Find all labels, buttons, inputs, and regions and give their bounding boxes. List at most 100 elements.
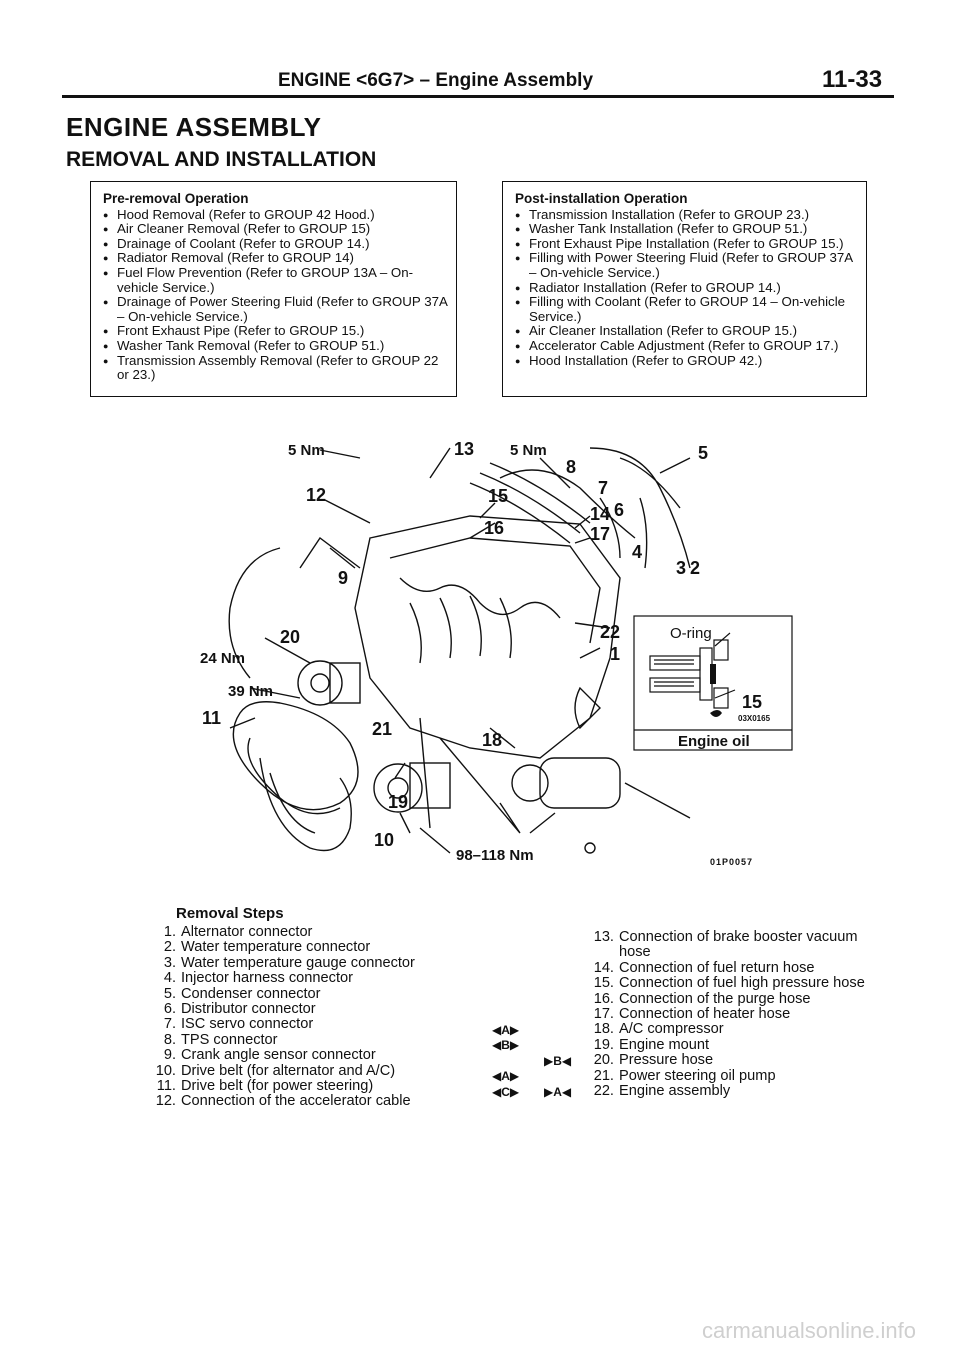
section-heading: ENGINE ASSEMBLY — [66, 112, 322, 142]
callout-7: 7 — [598, 478, 608, 498]
removal-step: 1.Alternator connector — [163, 924, 313, 940]
callout-22: 22 — [600, 622, 620, 642]
oring-label: O-ring — [670, 625, 712, 642]
engine-exploded-diagram: 5 Nm 5 Nm 24 Nm 39 Nm 98–118 Nm 13 8 7 5… — [200, 439, 793, 864]
removal-step: 14.Connection of fuel return hose — [593, 959, 815, 976]
post-installation-item: Radiator Installation (Refer to GROUP 14… — [515, 280, 858, 296]
figure-code: 01P0057 — [710, 857, 754, 867]
pre-removal-box: Pre-removal Operation Hood Removal (Refe… — [90, 181, 457, 397]
pre-removal-item: Air Cleaner Removal (Refer to GROUP 15) — [103, 222, 448, 237]
callout-14: 14 — [590, 504, 610, 524]
pre-removal-item: Washer Tank Removal (Refer to GROUP 51.) — [103, 338, 448, 354]
alternator — [373, 763, 423, 813]
drive-belt-power-steering — [232, 701, 359, 811]
hoses — [499, 447, 691, 569]
torque-label: 5 Nm — [288, 442, 325, 459]
header-rule — [62, 95, 894, 98]
service-marks: ◀A▶ ◀B▶ ▶B◀ ◀A▶ ◀C▶▶A◀ — [492, 1023, 594, 1100]
service-mark-row: ▶B◀ — [544, 1053, 572, 1068]
callout-15: 15 — [488, 486, 508, 506]
post-installation-item: Washer Tank Installation (Refer to GROUP… — [515, 222, 858, 237]
removal-step: 11.Drive belt (for power steering) — [156, 1078, 374, 1095]
pre-removal-item: Drainage of Power Steering Fluid (Refer … — [103, 294, 448, 324]
post-installation-box: Post-installation Operation Transmission… — [502, 181, 867, 397]
removal-step: 20.Pressure hose — [593, 1052, 714, 1069]
callout-2: 2 — [690, 558, 700, 578]
pre-removal-item: Transmission Assembly Removal (Refer to … — [103, 353, 448, 383]
service-mark-row: ◀C▶▶A◀ — [492, 1084, 572, 1099]
removal-steps-right: 13.Connection of brake booster vacuum ho… — [588, 929, 908, 1099]
removal-step: 9.Crank angle sensor connector — [163, 1047, 376, 1064]
engine-block-outline — [354, 515, 621, 759]
removal-step: 19.Engine mount — [593, 1036, 710, 1053]
intake-runners — [399, 577, 561, 619]
callout-16: 16 — [484, 518, 504, 538]
callout-1: 1 — [610, 644, 620, 664]
callout-17: 17 — [590, 524, 610, 544]
harness-wires — [599, 497, 648, 569]
service-mark-row: ◀A▶ — [492, 1023, 520, 1037]
callout-21: 21 — [372, 719, 392, 739]
engine-valve-cover — [389, 537, 601, 644]
power-steering-pump — [297, 660, 343, 706]
engine-drawing — [228, 447, 691, 854]
removal-step: 15.Connection of fuel high pressure hose — [593, 975, 865, 992]
section-subheading: REMOVAL AND INSTALLATION — [66, 148, 377, 171]
pre-removal-item: Drainage of Coolant (Refer to GROUP 14.) — [103, 236, 448, 252]
engine-mount — [409, 762, 451, 809]
callout-4: 4 — [632, 542, 642, 562]
callout-12: 12 — [306, 485, 326, 505]
removal-steps-left: 1.Alternator connector 2.Water temperatu… — [150, 924, 480, 1110]
removal-step: 8.TPS connector — [163, 1031, 278, 1048]
removal-step: 18.A/C compressor — [593, 1021, 724, 1038]
removal-step: 7.ISC servo connector — [163, 1016, 314, 1033]
callout-8: 8 — [566, 457, 576, 477]
pre-removal-title: Pre-removal Operation — [103, 191, 249, 206]
callout-13: 13 — [454, 439, 474, 459]
removal-step: 3.Water temperature gauge connector — [163, 954, 415, 971]
removal-step: hose — [619, 944, 651, 961]
page-header-title: ENGINE <6G7> – Engine Assembly — [278, 70, 594, 91]
callout-20: 20 — [280, 627, 300, 647]
removal-step: 2.Water temperature connector — [163, 939, 371, 956]
post-installation-title: Post-installation Operation — [515, 191, 688, 206]
pre-removal-item: Fuel Flow Prevention (Refer to GROUP 13A… — [103, 265, 448, 295]
callout-11: 11 — [202, 708, 221, 728]
removal-step: 4.Injector harness connector — [163, 970, 353, 987]
torque-label: 39 Nm — [228, 683, 273, 700]
removal-step: 10.Drive belt (for alternator and A/C) — [155, 1062, 396, 1079]
post-installation-item: Front Exhaust Pipe Installation (Refer t… — [515, 236, 858, 252]
torque-label: 24 Nm — [200, 650, 245, 667]
oring-inset: O-ring 15 03X0165 Engine oil — [633, 615, 793, 751]
callout-9: 9 — [338, 568, 348, 588]
callout-19: 19 — [388, 792, 408, 812]
inset-callout-15: 15 — [742, 692, 762, 712]
post-installation-item: Transmission Installation (Refer to GROU… — [515, 207, 858, 223]
service-mark-row: ◀A▶ — [492, 1069, 520, 1084]
callout-5: 5 — [698, 443, 708, 463]
pre-removal-item: Hood Removal (Refer to GROUP 42 Hood.) — [103, 207, 448, 223]
accelerator-cable — [228, 536, 361, 679]
post-installation-item: Filling with Power Steering Fluid (Refer… — [515, 251, 858, 280]
removal-steps-title: Removal Steps — [176, 905, 284, 922]
post-installation-item: Filling with Coolant (Refer to GROUP 14 … — [515, 294, 858, 324]
oil-can-icon — [710, 710, 722, 717]
callout-10: 10 — [374, 830, 394, 850]
page-number: 11-33 — [822, 66, 883, 93]
removal-step: 21.Power steering oil pump — [593, 1067, 776, 1084]
removal-step: 5.Condenser connector — [163, 985, 321, 1002]
removal-step: 12.Connection of the accelerator cable — [155, 1093, 411, 1110]
removal-step: 16.Connection of the purge hose — [593, 990, 811, 1007]
callout-18: 18 — [482, 730, 502, 750]
pre-removal-item: Front Exhaust Pipe (Refer to GROUP 15.) — [103, 324, 448, 339]
removal-step: 6.Distributor connector — [163, 1001, 316, 1018]
callout-6: 6 — [614, 500, 624, 520]
callout-3: 3 — [676, 558, 686, 578]
pre-removal-item: Radiator Removal (Refer to GROUP 14) — [103, 251, 448, 266]
inset-code: 03X0165 — [738, 714, 771, 723]
service-mark-row: ◀B▶ — [492, 1038, 520, 1053]
torque-label: 98–118 Nm — [456, 847, 534, 864]
drive-belt-alternator — [259, 757, 352, 852]
watermark: carmanualsonline.info — [702, 1318, 917, 1343]
torque-label: 5 Nm — [510, 442, 547, 459]
